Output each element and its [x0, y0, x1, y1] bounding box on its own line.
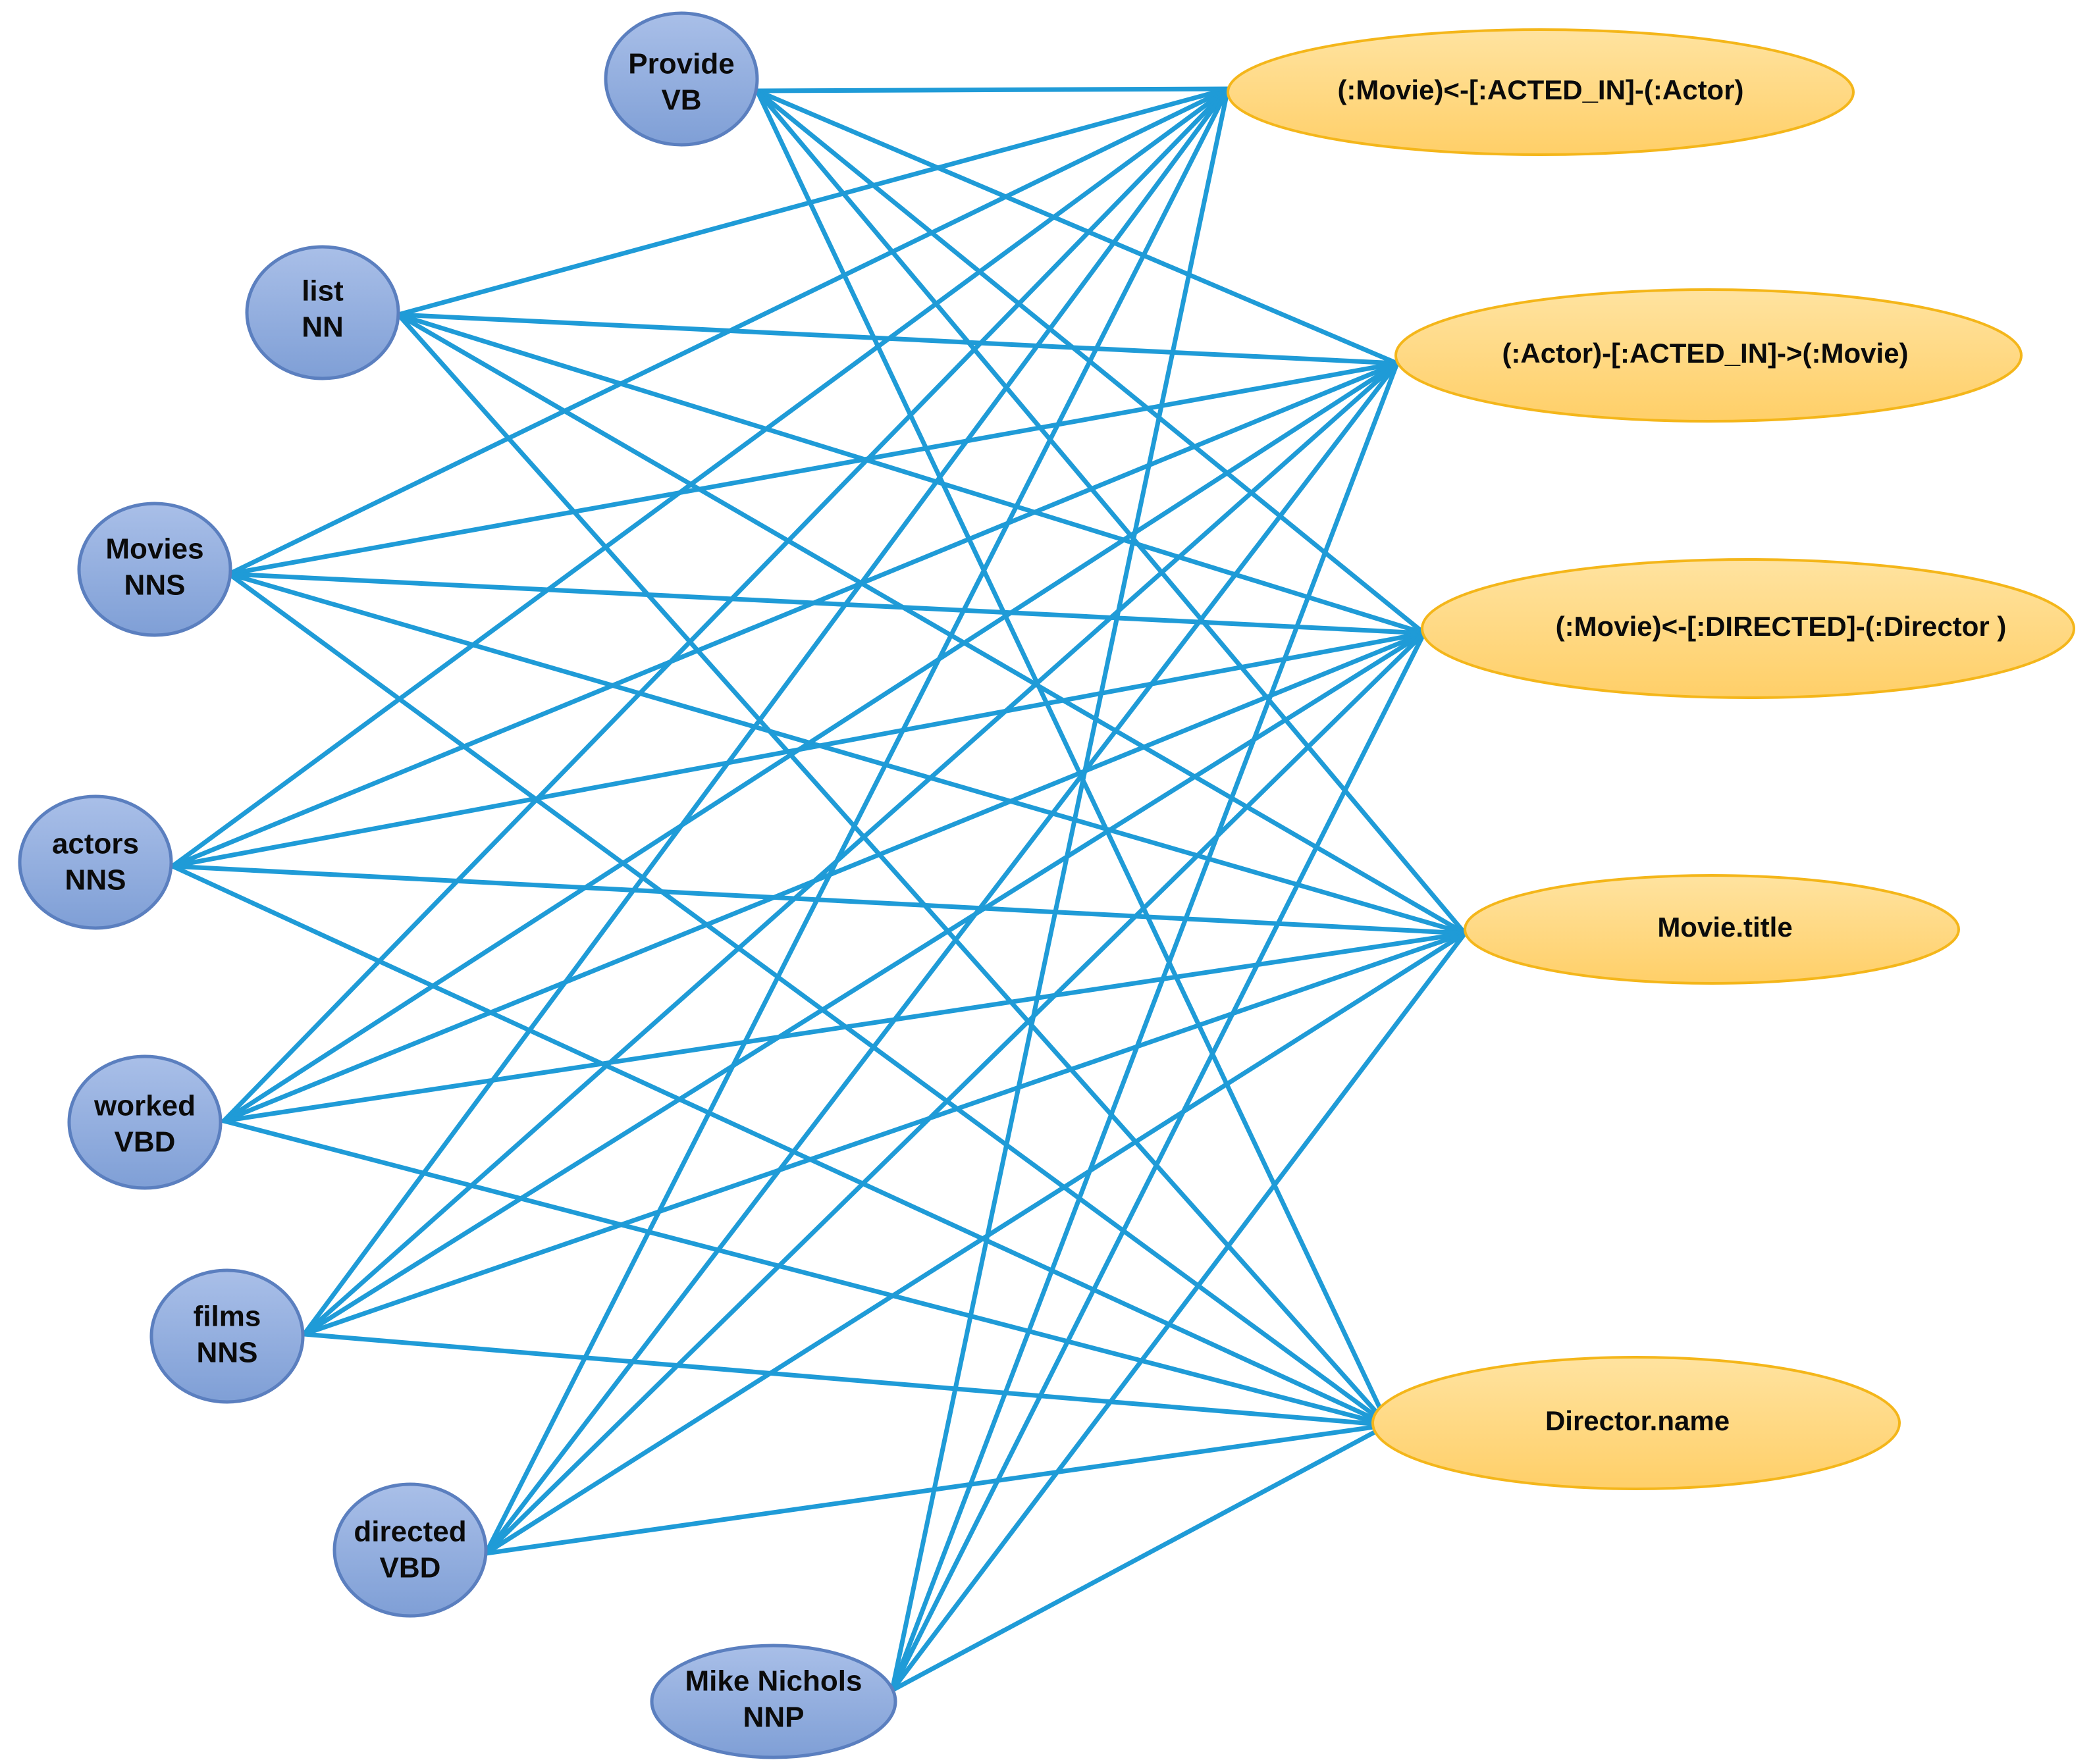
edge-word-1-schema-0: [396, 86, 1231, 317]
word-label: actors: [52, 828, 139, 860]
word-node-movies: Movies NNS: [77, 502, 232, 637]
edge-word-2-schema-1: [226, 361, 1400, 577]
edge-word-1-schema-2: [396, 312, 1427, 636]
edge-word-2-schema-3: [226, 571, 1468, 936]
edge-word-1-schema-3: [396, 312, 1468, 936]
edge-word-7-schema-3: [889, 931, 1468, 1693]
edge-word-2-schema-4: [226, 571, 1391, 1428]
word-label: Mike Nichols: [685, 1665, 862, 1698]
word-node-directed: directed VBD: [332, 1482, 488, 1618]
edge-word-1-schema-1: [396, 312, 1400, 366]
word-label: films: [194, 1301, 261, 1333]
schema-node-movie-directed-director: (:Movie)<-[:DIRECTED]-(:Director ): [1421, 558, 2075, 699]
edge-word-3-schema-4: [170, 864, 1391, 1428]
word-node-mike-nichols: Mike Nichols NNP: [650, 1644, 897, 1759]
schema-label: (:Movie)<-[:DIRECTED]-(:Director ): [1556, 611, 2007, 642]
edge-word-7-schema-2: [889, 631, 1427, 1693]
word-node-films: films NNS: [149, 1268, 305, 1404]
edge-word-2-schema-0: [226, 86, 1231, 577]
edge-word-3-schema-0: [170, 86, 1231, 869]
word-node-worked: worked VBD: [67, 1054, 223, 1190]
edge-word-6-schema-4: [483, 1422, 1391, 1556]
edge-word-4-schema-1: [221, 361, 1400, 1124]
edge-group: [170, 86, 1468, 1693]
word-label: Provide: [628, 48, 734, 80]
word-node-list: list NN: [245, 245, 400, 380]
edge-word-4-schema-0: [221, 86, 1231, 1124]
schema-label: (:Movie)<-[:ACTED_IN]-(:Actor): [1337, 74, 1743, 105]
word-label: Movies: [105, 533, 203, 565]
edge-word-7-schema-4: [889, 1422, 1391, 1693]
edge-word-0-schema-0: [755, 86, 1231, 93]
word-node-actors: actors NNS: [18, 794, 173, 930]
pos-tag-label: NNS: [197, 1337, 258, 1369]
word-label: directed: [354, 1516, 466, 1548]
word-label: worked: [93, 1090, 196, 1122]
word-node-provide: Provide VB: [604, 11, 759, 147]
pos-tag-label: NNS: [124, 569, 186, 602]
schema-node-actor-acted-in-movie: (:Actor)-[:ACTED_IN]->(:Movie): [1394, 288, 2023, 423]
pos-tag-label: VB: [661, 84, 701, 117]
edge-word-1-schema-4: [396, 312, 1391, 1428]
pos-tag-label: VBD: [115, 1126, 176, 1158]
edge-word-6-schema-3: [483, 931, 1468, 1556]
edge-word-6-schema-0: [483, 86, 1231, 1556]
schema-label: (:Actor)-[:ACTED_IN]->(:Movie): [1502, 338, 1908, 369]
edge-word-4-schema-3: [221, 931, 1468, 1124]
word-node-group: Provide VB list NN Movies NNS actors NNS…: [18, 11, 897, 1759]
schema-node-group: (:Movie)<-[:ACTED_IN]-(:Actor) (:Actor)-…: [1227, 28, 2075, 1490]
edge-word-2-schema-2: [226, 571, 1427, 636]
edge-word-6-schema-1: [483, 361, 1400, 1556]
edge-word-5-schema-2: [302, 631, 1427, 1337]
edge-word-0-schema-1: [755, 88, 1400, 366]
edge-word-0-schema-3: [755, 88, 1468, 936]
schema-label: Director.name: [1545, 1405, 1730, 1436]
edge-word-7-schema-1: [889, 361, 1400, 1693]
schema-node-movie-acted-in-actor: (:Movie)<-[:ACTED_IN]-(:Actor): [1227, 28, 1855, 156]
schema-label: Movie.title: [1657, 912, 1792, 943]
schema-node-movie-title: Movie.title: [1464, 874, 1960, 985]
edge-word-5-schema-4: [302, 1332, 1391, 1428]
edge-word-7-schema-0: [889, 86, 1231, 1693]
pos-tag-label: NNP: [743, 1701, 805, 1734]
edge-word-5-schema-3: [302, 931, 1468, 1337]
pos-tag-label: NNS: [65, 864, 126, 896]
word-label: list: [302, 275, 344, 307]
pos-tag-label: NN: [302, 311, 344, 344]
schema-node-director-name: Director.name: [1371, 1356, 1901, 1490]
edge-word-6-schema-2: [483, 631, 1427, 1556]
edge-word-5-schema-0: [302, 86, 1231, 1337]
edge-word-4-schema-2: [221, 631, 1427, 1124]
edge-word-4-schema-4: [221, 1118, 1391, 1428]
edge-word-5-schema-1: [302, 361, 1400, 1337]
pos-tag-label: VBD: [380, 1552, 441, 1584]
edge-word-3-schema-1: [170, 361, 1400, 869]
edge-word-0-schema-4: [755, 88, 1391, 1428]
